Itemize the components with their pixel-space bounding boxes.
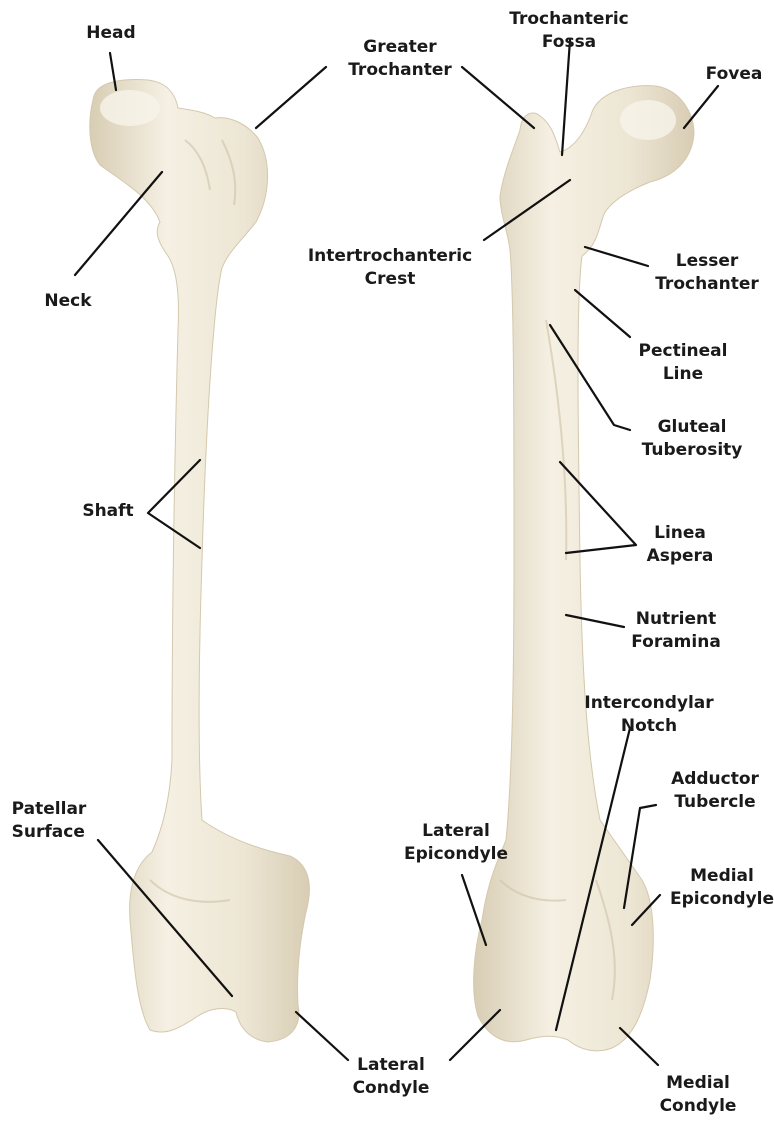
leader-greater-trochanter <box>256 67 326 128</box>
label-gluteal-tuberosity: Gluteal Tuberosity <box>642 416 743 462</box>
leader-pectineal-line <box>575 290 630 337</box>
label-adductor-tubercle: Adductor Tubercle <box>671 768 759 814</box>
label-fovea: Fovea <box>706 63 763 86</box>
label-patellar-surface: Patellar Surface <box>12 798 87 844</box>
label-shaft: Shaft <box>82 500 133 523</box>
anterior-femur-bone <box>90 80 310 1042</box>
label-medial-condyle: Medial Condyle <box>660 1072 737 1118</box>
posterior-head-highlight <box>620 100 676 140</box>
label-lateral-condyle-anterior: Lateral Condyle <box>353 1054 430 1100</box>
label-head: Head <box>86 22 135 45</box>
posterior-femur <box>474 86 694 1051</box>
label-neck: Neck <box>44 290 91 313</box>
leader-trochanteric-fossa-a <box>462 67 534 128</box>
leader-neck <box>75 172 162 275</box>
label-intercondylar-notch: Intercondylar Notch <box>584 692 713 738</box>
label-greater-trochanter: Greater Trochanter <box>348 36 452 82</box>
label-lateral-epicondyle: Lateral Epicondyle <box>404 820 508 866</box>
label-pectineal-line: Pectineal Line <box>639 340 728 386</box>
leader-trochanteric-fossa-b <box>562 40 570 155</box>
anterior-head-highlight <box>100 90 160 126</box>
anterior-femur <box>90 80 310 1042</box>
leader-lesser-trochanter <box>585 247 648 266</box>
label-medial-epicondyle: Medial Epicondyle <box>670 865 774 911</box>
posterior-femur-bone <box>474 86 694 1051</box>
leader-medial-condyle <box>620 1028 658 1065</box>
label-trochanteric-fossa: Trochanteric Fossa <box>509 8 629 54</box>
label-linea-aspera: Linea Aspera <box>647 522 714 568</box>
label-intertrochanteric-crest: Intertrochanteric Crest <box>308 245 472 291</box>
label-lesser-trochanter: Lesser Trochanter <box>655 250 759 296</box>
leader-lateral-epicondyle <box>462 875 486 945</box>
leader-fovea <box>684 86 718 128</box>
label-nutrient-foramina: Nutrient Foramina <box>631 608 721 654</box>
leader-lateral-condyle-anterior <box>296 1012 348 1060</box>
